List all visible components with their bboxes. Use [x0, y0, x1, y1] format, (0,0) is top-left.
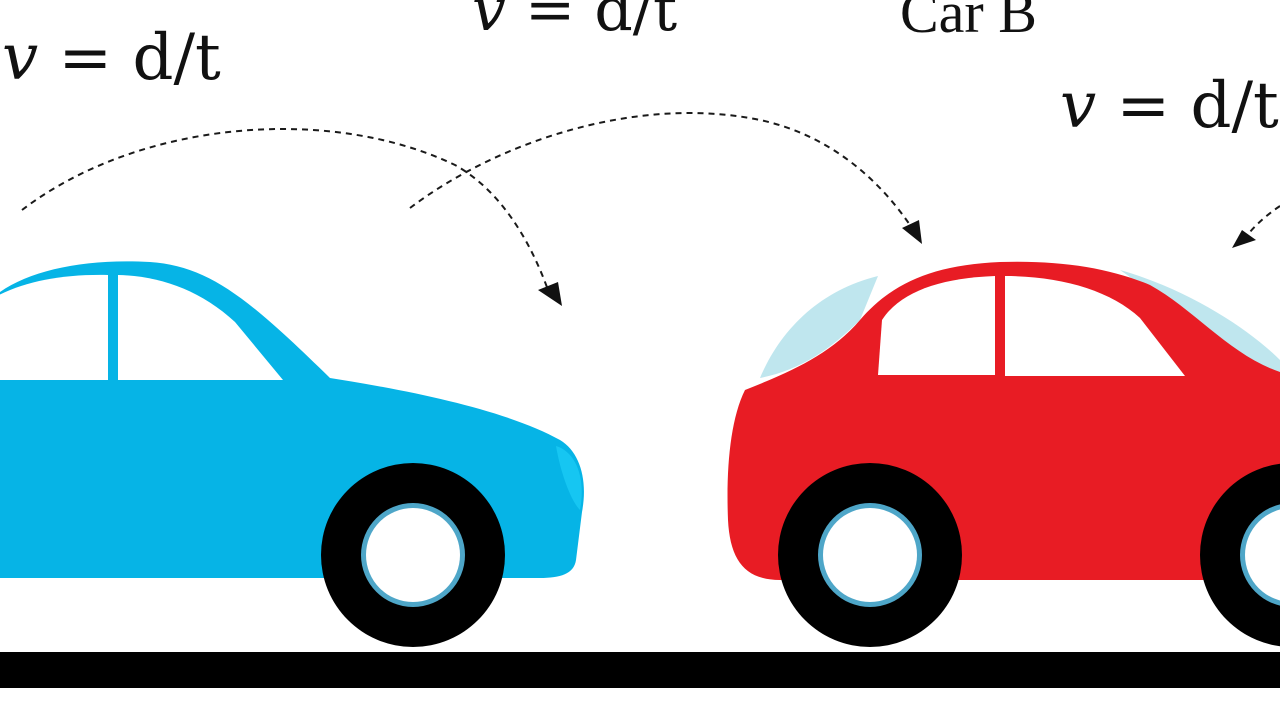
car-a-rear-window	[0, 274, 108, 380]
dashed-arc-2	[409, 112, 913, 229]
car-b-front-hubcap	[1245, 509, 1280, 601]
formula-rest: = d/t	[505, 0, 678, 45]
car-a-front-window	[118, 275, 283, 380]
dashed-arc-1	[21, 128, 549, 291]
car-b-label: Car B	[900, 0, 1037, 45]
velocity-formula-top: v = d/t	[472, 0, 677, 40]
car-b-rear-windshield	[760, 276, 878, 378]
formula-rest: = d/t	[1096, 69, 1279, 143]
velocity-symbol: v	[472, 0, 506, 45]
formula-rest: = d/t	[38, 21, 221, 95]
car-a-headlight	[556, 446, 582, 510]
car-b-rear-hubcap	[823, 508, 917, 602]
car-a-hubcap	[366, 508, 460, 602]
car-b-front-window	[1005, 276, 1185, 376]
arrowhead-2	[902, 220, 922, 244]
car-a	[0, 261, 584, 647]
road-line	[0, 652, 1280, 688]
velocity-symbol: v	[1060, 69, 1097, 143]
arrowhead-1	[538, 282, 562, 306]
velocity-formula-right: v = d/t	[1060, 74, 1279, 138]
arrowhead-3	[1232, 230, 1256, 248]
car-b	[727, 261, 1280, 647]
velocity-symbol: v	[2, 21, 39, 95]
car-b-rear-window	[878, 276, 995, 375]
velocity-formula-left: v = d/t	[2, 26, 221, 90]
